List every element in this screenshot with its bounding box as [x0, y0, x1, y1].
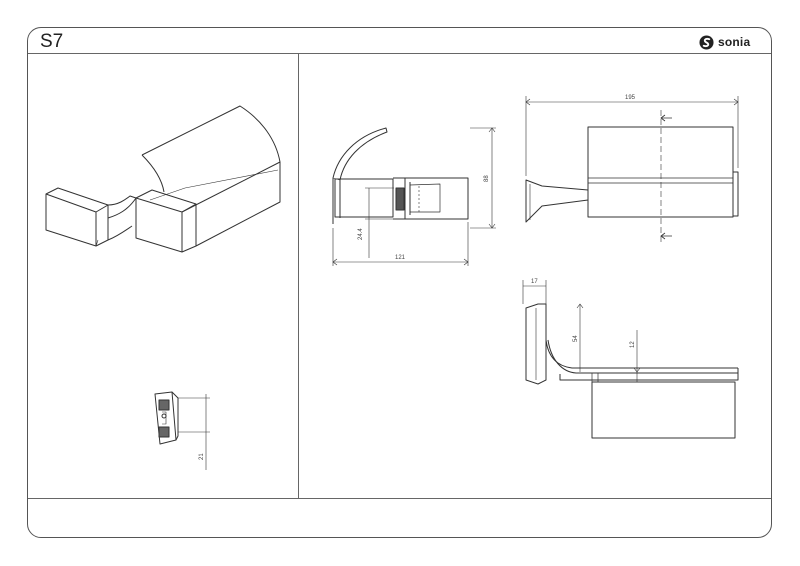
dim-overall-length: 195 [625, 95, 636, 101]
dim-depth: 121 [395, 255, 406, 261]
title-divider [28, 53, 771, 54]
sonia-swirl-logo-icon [699, 34, 714, 50]
isometric-view [45, 105, 281, 253]
dim-roll-offset: 12 [630, 341, 636, 348]
brand-logo: sonia [699, 32, 750, 52]
front-view [522, 280, 739, 439]
brand-name: sonia [718, 35, 751, 49]
sheet-code: S7 [40, 31, 64, 52]
panel-divider [298, 54, 299, 498]
dim-bracket-width: 17 [531, 279, 538, 285]
footer-divider [28, 498, 771, 499]
dim-plate-width: 21 [199, 453, 205, 460]
wall-plate-view [154, 391, 210, 470]
top-view [525, 96, 739, 245]
dim-bracket-height: 54 [573, 335, 579, 342]
sheet-frame [27, 27, 772, 538]
dim-plate-thickness: 24.4 [358, 228, 364, 240]
dim-height: 88 [484, 175, 490, 182]
side-section-view [332, 127, 496, 266]
